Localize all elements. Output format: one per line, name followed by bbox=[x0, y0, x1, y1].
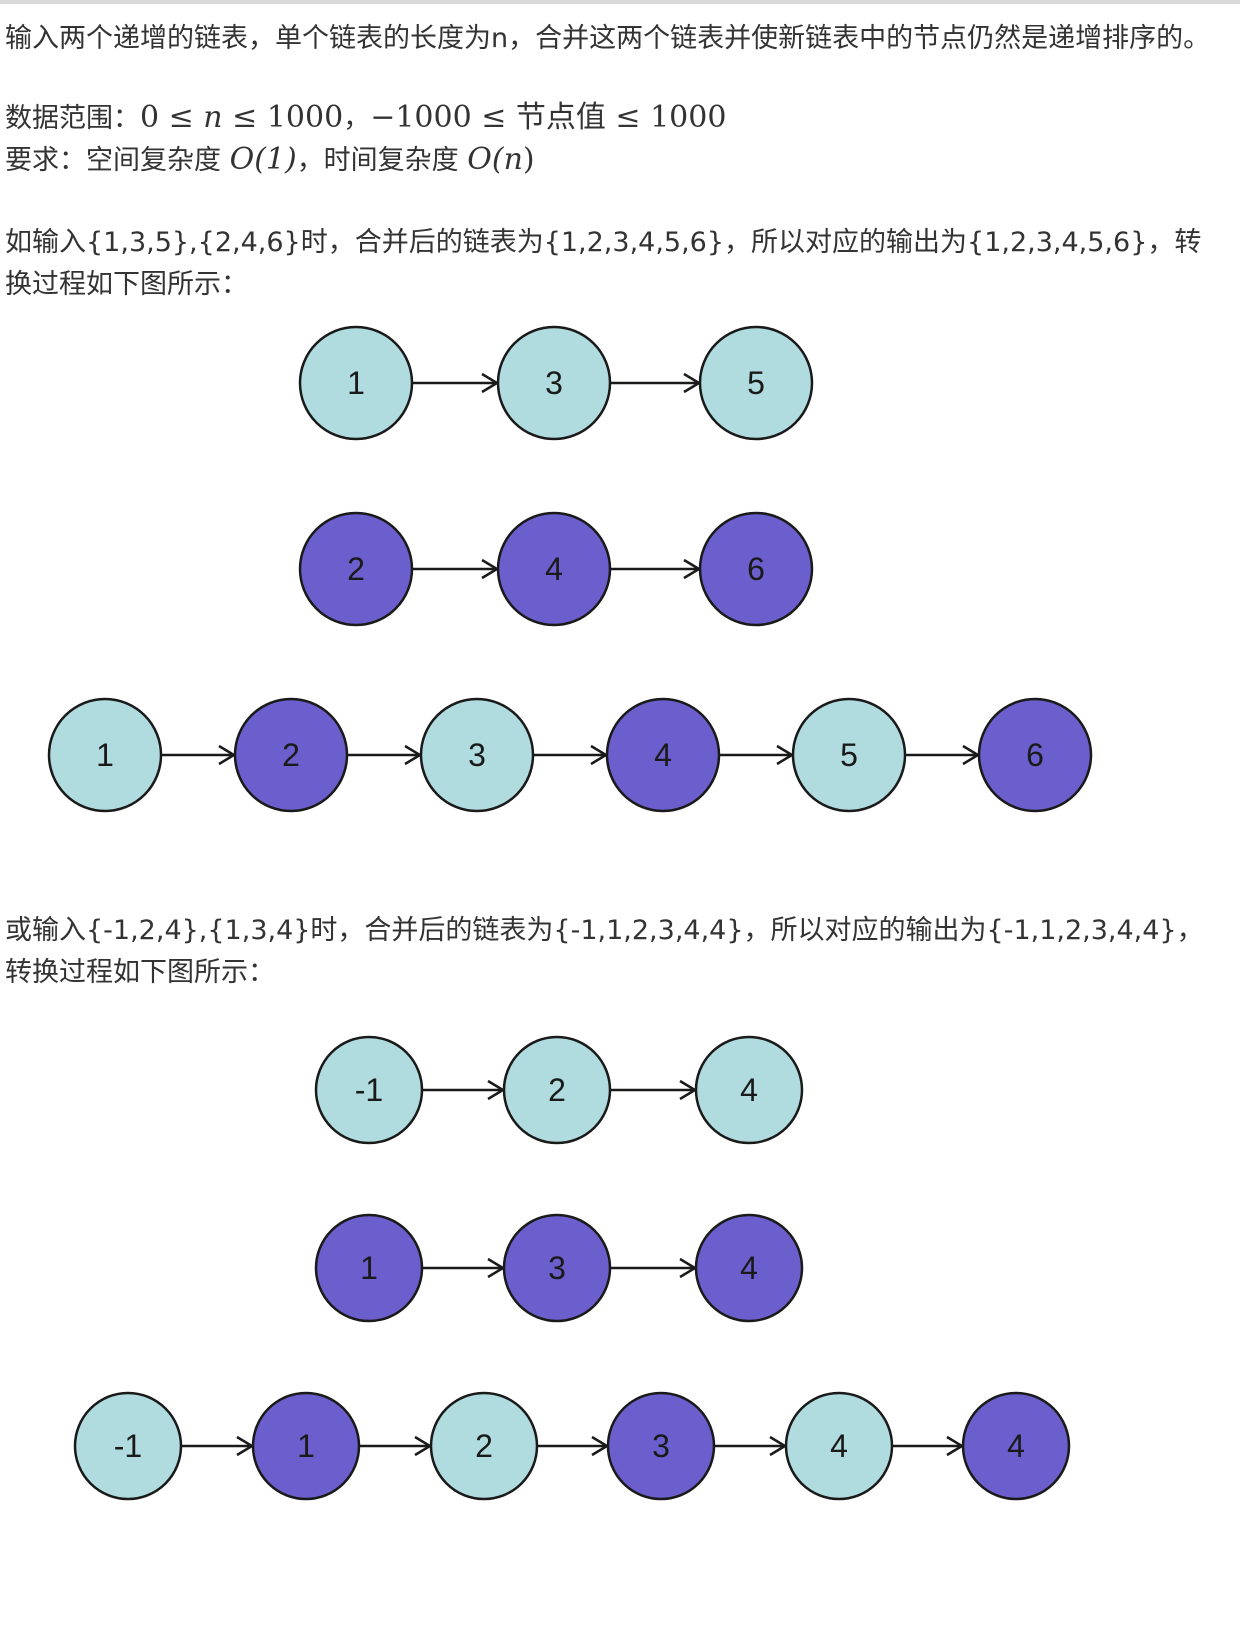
example-2-merged-node-circle bbox=[429, 1391, 539, 1501]
example-1-list-b-node: 2 bbox=[298, 511, 414, 627]
example-1-list-a-node: 1 bbox=[298, 325, 414, 441]
example-2-merged-node: 4 bbox=[961, 1391, 1071, 1501]
example-2-text: 或输入{-1,2,4},{1,3,4}时，合并后的链表为{-1,1,2,3,4,… bbox=[5, 915, 1204, 988]
example-2-diagram: -1 2 4 1 3 4 -1 1 2 3 4 4 bbox=[73, 1035, 1071, 1501]
example-1-merged-node-label: 4 bbox=[654, 737, 672, 773]
node-value-range-math: −1000 ≤ 节点值 ≤ 1000 bbox=[370, 100, 727, 135]
time-complexity-prefix: O( bbox=[467, 142, 504, 177]
range-var: n bbox=[203, 100, 223, 135]
example-2-merged-node-circle bbox=[251, 1391, 361, 1501]
example-1-merged-node: 2 bbox=[233, 697, 349, 813]
example-2-merged-node: -1 bbox=[73, 1391, 183, 1501]
range-math-part: 0 ≤ bbox=[140, 100, 204, 135]
example-1-diagram: 1 3 5 2 4 6 1 2 3 4 5 6 bbox=[47, 325, 1093, 813]
example-1-list-b-node-label: 2 bbox=[347, 551, 365, 587]
time-complexity-suffix: ) bbox=[522, 142, 535, 177]
example-2-list-b-node-circle bbox=[694, 1213, 804, 1323]
example-2-merged-node-label: 2 bbox=[475, 1428, 493, 1464]
example-2-merged-node: 1 bbox=[251, 1391, 361, 1501]
example-1-list-a-node-circle bbox=[298, 325, 414, 441]
example-2-list-a-node: -1 bbox=[314, 1035, 424, 1145]
example-1-list-b-node: 6 bbox=[698, 511, 814, 627]
example-1-list-a-node-label: 5 bbox=[747, 365, 765, 401]
example-2-merged-node-label: 1 bbox=[297, 1428, 315, 1464]
example-2-merged-node: 4 bbox=[784, 1391, 894, 1501]
space-complexity: O(1) bbox=[229, 142, 297, 177]
example-1-list-b-node-circle bbox=[496, 511, 612, 627]
example-2-merged-node-label: 3 bbox=[652, 1428, 670, 1464]
example-2-list-b-node: 1 bbox=[314, 1213, 424, 1323]
example-1-merged-node-circle bbox=[419, 697, 535, 813]
example-2-list-a-node-label: 2 bbox=[548, 1072, 566, 1108]
example-1-list-a-node-label: 3 bbox=[545, 365, 563, 401]
example-2-merged-node-label: -1 bbox=[114, 1428, 142, 1464]
example-1-list-b-node-circle bbox=[698, 511, 814, 627]
example-1-merged-node-label: 3 bbox=[468, 737, 486, 773]
example-1-merged-node: 6 bbox=[977, 697, 1093, 813]
example-1-merged-node-label: 6 bbox=[1026, 737, 1044, 773]
time-complexity-var: n bbox=[503, 142, 523, 177]
data-range-math: 0 ≤ n ≤ 1000 bbox=[140, 100, 343, 135]
example-2-merged-node: 3 bbox=[606, 1391, 716, 1501]
example-1-merged-node-circle bbox=[791, 697, 907, 813]
problem-description: 输入两个递增的链表，单个链表的长度为n，合并这两个链表并使新链表中的节点仍然是递… bbox=[5, 23, 1211, 54]
example-2-list-a-node-circle bbox=[502, 1035, 612, 1145]
example-2-list-a-node: 2 bbox=[502, 1035, 612, 1145]
example-1-merged-node-label: 1 bbox=[96, 737, 114, 773]
top-divider bbox=[0, 0, 1240, 4]
example-2-merged-node-circle bbox=[606, 1391, 716, 1501]
example-1-merged-node-circle bbox=[233, 697, 349, 813]
example-2-list-b-node-circle bbox=[314, 1213, 424, 1323]
example-2-list-a-node-circle bbox=[694, 1035, 804, 1145]
example-2-merged-node-label: 4 bbox=[830, 1428, 848, 1464]
example-2-merged-node-circle bbox=[961, 1391, 1071, 1501]
example-2-list-b-node: 3 bbox=[502, 1213, 612, 1323]
example-1-merged-node: 1 bbox=[47, 697, 163, 813]
example-1-merged-node-label: 2 bbox=[282, 737, 300, 773]
requirement-line: 要求：空间复杂度 O(1)，时间复杂度 O(n) bbox=[5, 139, 1215, 182]
range-separator: ， bbox=[343, 103, 371, 134]
example-1-list-b-node-label: 6 bbox=[747, 551, 765, 587]
data-range-line: 数据范围：0 ≤ n ≤ 1000，−1000 ≤ 节点值 ≤ 1000 bbox=[5, 97, 1215, 140]
example-1-list-a-node-circle bbox=[698, 325, 814, 441]
example-1-list-a-node: 3 bbox=[496, 325, 612, 441]
example-1-merged-node-circle bbox=[977, 697, 1093, 813]
requirement-separator: ，时间复杂度 bbox=[296, 145, 468, 176]
example-1-list-a-node-label: 1 bbox=[347, 365, 365, 401]
example-2-list-b-node-label: 3 bbox=[548, 1250, 566, 1286]
example-2-list-a-node: 4 bbox=[694, 1035, 804, 1145]
example-2-list-b-node-label: 4 bbox=[740, 1250, 758, 1286]
example-2-list-b-node-label: 1 bbox=[360, 1250, 378, 1286]
example-1-merged-node-label: 5 bbox=[840, 737, 858, 773]
example-2-list-a-node-label: -1 bbox=[355, 1072, 383, 1108]
requirement-label: 要求：空间复杂度 bbox=[5, 145, 230, 176]
example-2-list-b-node: 4 bbox=[694, 1213, 804, 1323]
example-1-merged-node-circle bbox=[47, 697, 163, 813]
example-2-merged-node: 2 bbox=[429, 1391, 539, 1501]
example-1-list-b-node-label: 4 bbox=[545, 551, 563, 587]
example-1-merged-node: 4 bbox=[605, 697, 721, 813]
example-1-list-a-node-circle bbox=[496, 325, 612, 441]
example-2-list-a-node-circle bbox=[314, 1035, 424, 1145]
example-1-list-b-node-circle bbox=[298, 511, 414, 627]
example-1-text: 如输入{1,3,5},{2,4,6}时，合并后的链表为{1,2,3,4,5,6}… bbox=[5, 227, 1202, 300]
example-2-list-b-node-circle bbox=[502, 1213, 612, 1323]
example-1-list-b-node: 4 bbox=[496, 511, 612, 627]
example-2-merged-node-circle bbox=[73, 1391, 183, 1501]
example-1-merged-node-circle bbox=[605, 697, 721, 813]
example-2-merged-node-label: 4 bbox=[1007, 1428, 1025, 1464]
example-1-list-a-node: 5 bbox=[698, 325, 814, 441]
time-complexity: O(n) bbox=[467, 142, 534, 177]
example-2-merged-node-circle bbox=[784, 1391, 894, 1501]
example-2-list-a-node-label: 4 bbox=[740, 1072, 758, 1108]
example-1-merged-node: 5 bbox=[791, 697, 907, 813]
data-range-label: 数据范围： bbox=[5, 103, 140, 134]
range-math-part: ≤ 1000 bbox=[222, 100, 344, 135]
example-1-merged-node: 3 bbox=[419, 697, 535, 813]
